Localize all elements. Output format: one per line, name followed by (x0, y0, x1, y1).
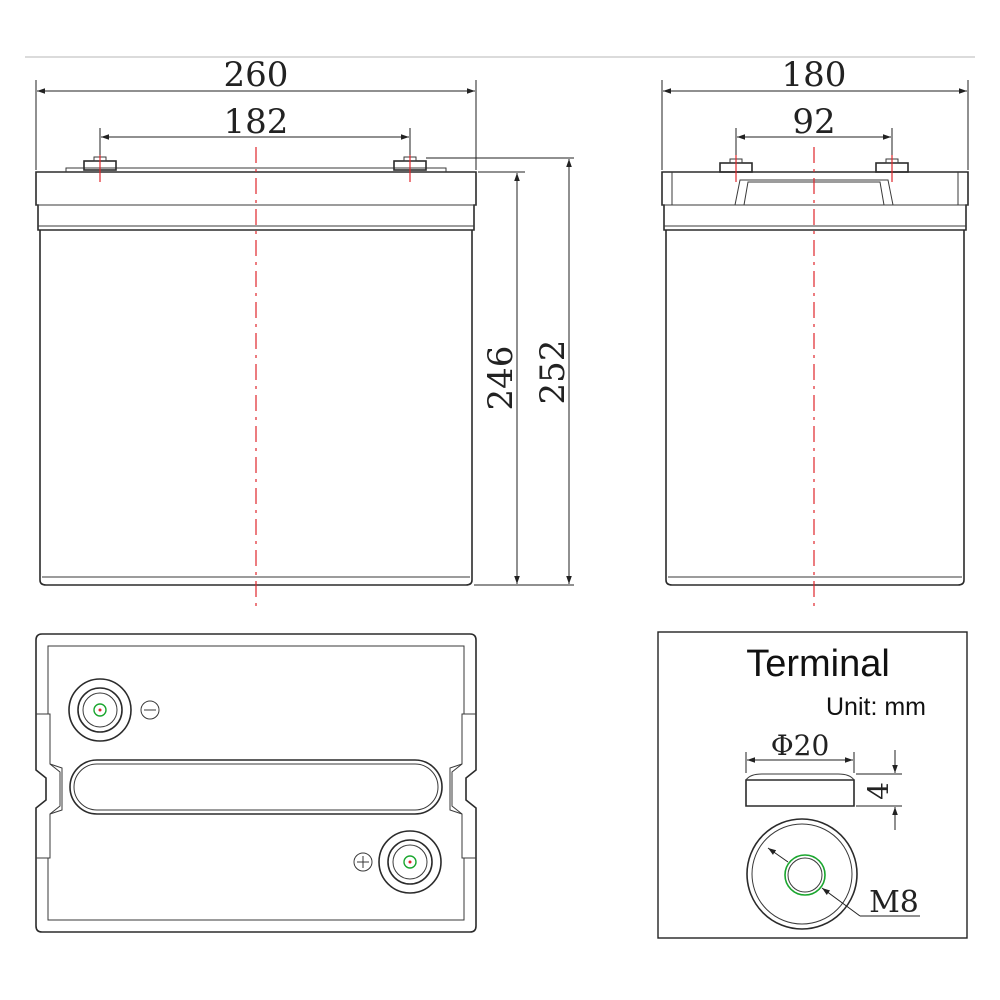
side-view: 180 92 (661, 55, 969, 586)
side-lid-outline (661, 171, 969, 231)
top-view (35, 633, 477, 933)
terminal-plan-outer (746, 818, 858, 930)
terminal-diameter-label: Φ20 (771, 729, 830, 762)
front-width-label: 260 (224, 55, 289, 95)
unit-label: Unit: mm (826, 693, 926, 721)
total-height-label: 252 (533, 340, 573, 405)
terminal-profile (745, 779, 855, 807)
terminal-detail-frame (657, 631, 968, 939)
top-negative-terminal-outer (68, 678, 132, 742)
side-case-outline (665, 230, 965, 586)
terminal-title: Terminal (746, 643, 890, 685)
case-height-label: 246 (481, 346, 521, 411)
top-positive-terminal-hole (403, 855, 417, 869)
front-terminal-spacing-label: 182 (224, 102, 289, 142)
front-view: 260 182 246 252 (35, 55, 574, 586)
terminal-detail-panel: Terminal Unit: mm Φ20 4 M8 (657, 631, 968, 939)
terminal-height-label: 4 (862, 782, 895, 800)
thread-size-label: M8 (869, 885, 919, 920)
side-width-label: 180 (782, 55, 847, 95)
centerlines (99, 147, 893, 612)
terminal-plan-thread-hole (784, 854, 826, 896)
top-handle-slot (69, 759, 443, 815)
side-terminal-spacing-label: 92 (792, 102, 835, 142)
top-negative-terminal-hole (93, 703, 107, 717)
top-inner-outline (47, 645, 465, 921)
top-positive-terminal-outer (378, 830, 442, 894)
negative-sign-icon (140, 700, 160, 720)
top-outer-outline (35, 633, 477, 933)
positive-sign-icon (353, 852, 373, 872)
